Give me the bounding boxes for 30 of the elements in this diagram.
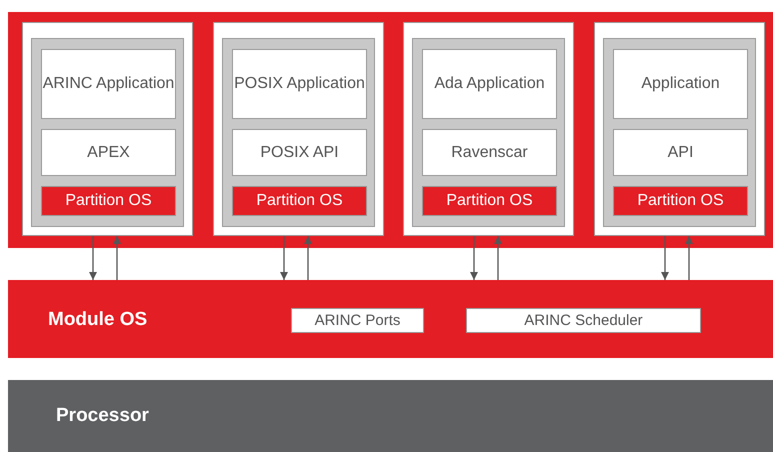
application-box: ARINC Application [41, 49, 176, 119]
api-box: POSIX API [232, 129, 367, 176]
api-box: Ravenscar [422, 129, 557, 176]
partition-box [22, 22, 193, 236]
band-title: Module OS [48, 309, 148, 331]
arrow [89, 236, 97, 280]
arrow [280, 236, 288, 280]
arrow [304, 236, 312, 280]
partition-os-box: Partition OS [613, 186, 748, 216]
module-os-band [8, 280, 773, 358]
partition-os-box: Partition OS [41, 186, 176, 216]
application-box: Application [613, 49, 748, 119]
api-box: API [613, 129, 748, 176]
api-box: APEX [41, 129, 176, 176]
arrow [494, 236, 502, 280]
partition-os-box: Partition OS [422, 186, 557, 216]
component-box: ARINC Ports [291, 308, 424, 333]
arrow [661, 236, 669, 280]
arrow [470, 236, 478, 280]
partition-box [403, 22, 574, 236]
partition-os-box: Partition OS [232, 186, 367, 216]
processor-band: Processor [8, 380, 773, 452]
component-box: ARINC Scheduler [466, 308, 701, 333]
arrow [113, 236, 121, 280]
system-band [8, 12, 773, 248]
application-box: Ada Application [422, 49, 557, 119]
arrow [685, 236, 693, 280]
partition-box [594, 22, 765, 236]
application-box: POSIX Application [232, 49, 367, 119]
partition-box [213, 22, 384, 236]
